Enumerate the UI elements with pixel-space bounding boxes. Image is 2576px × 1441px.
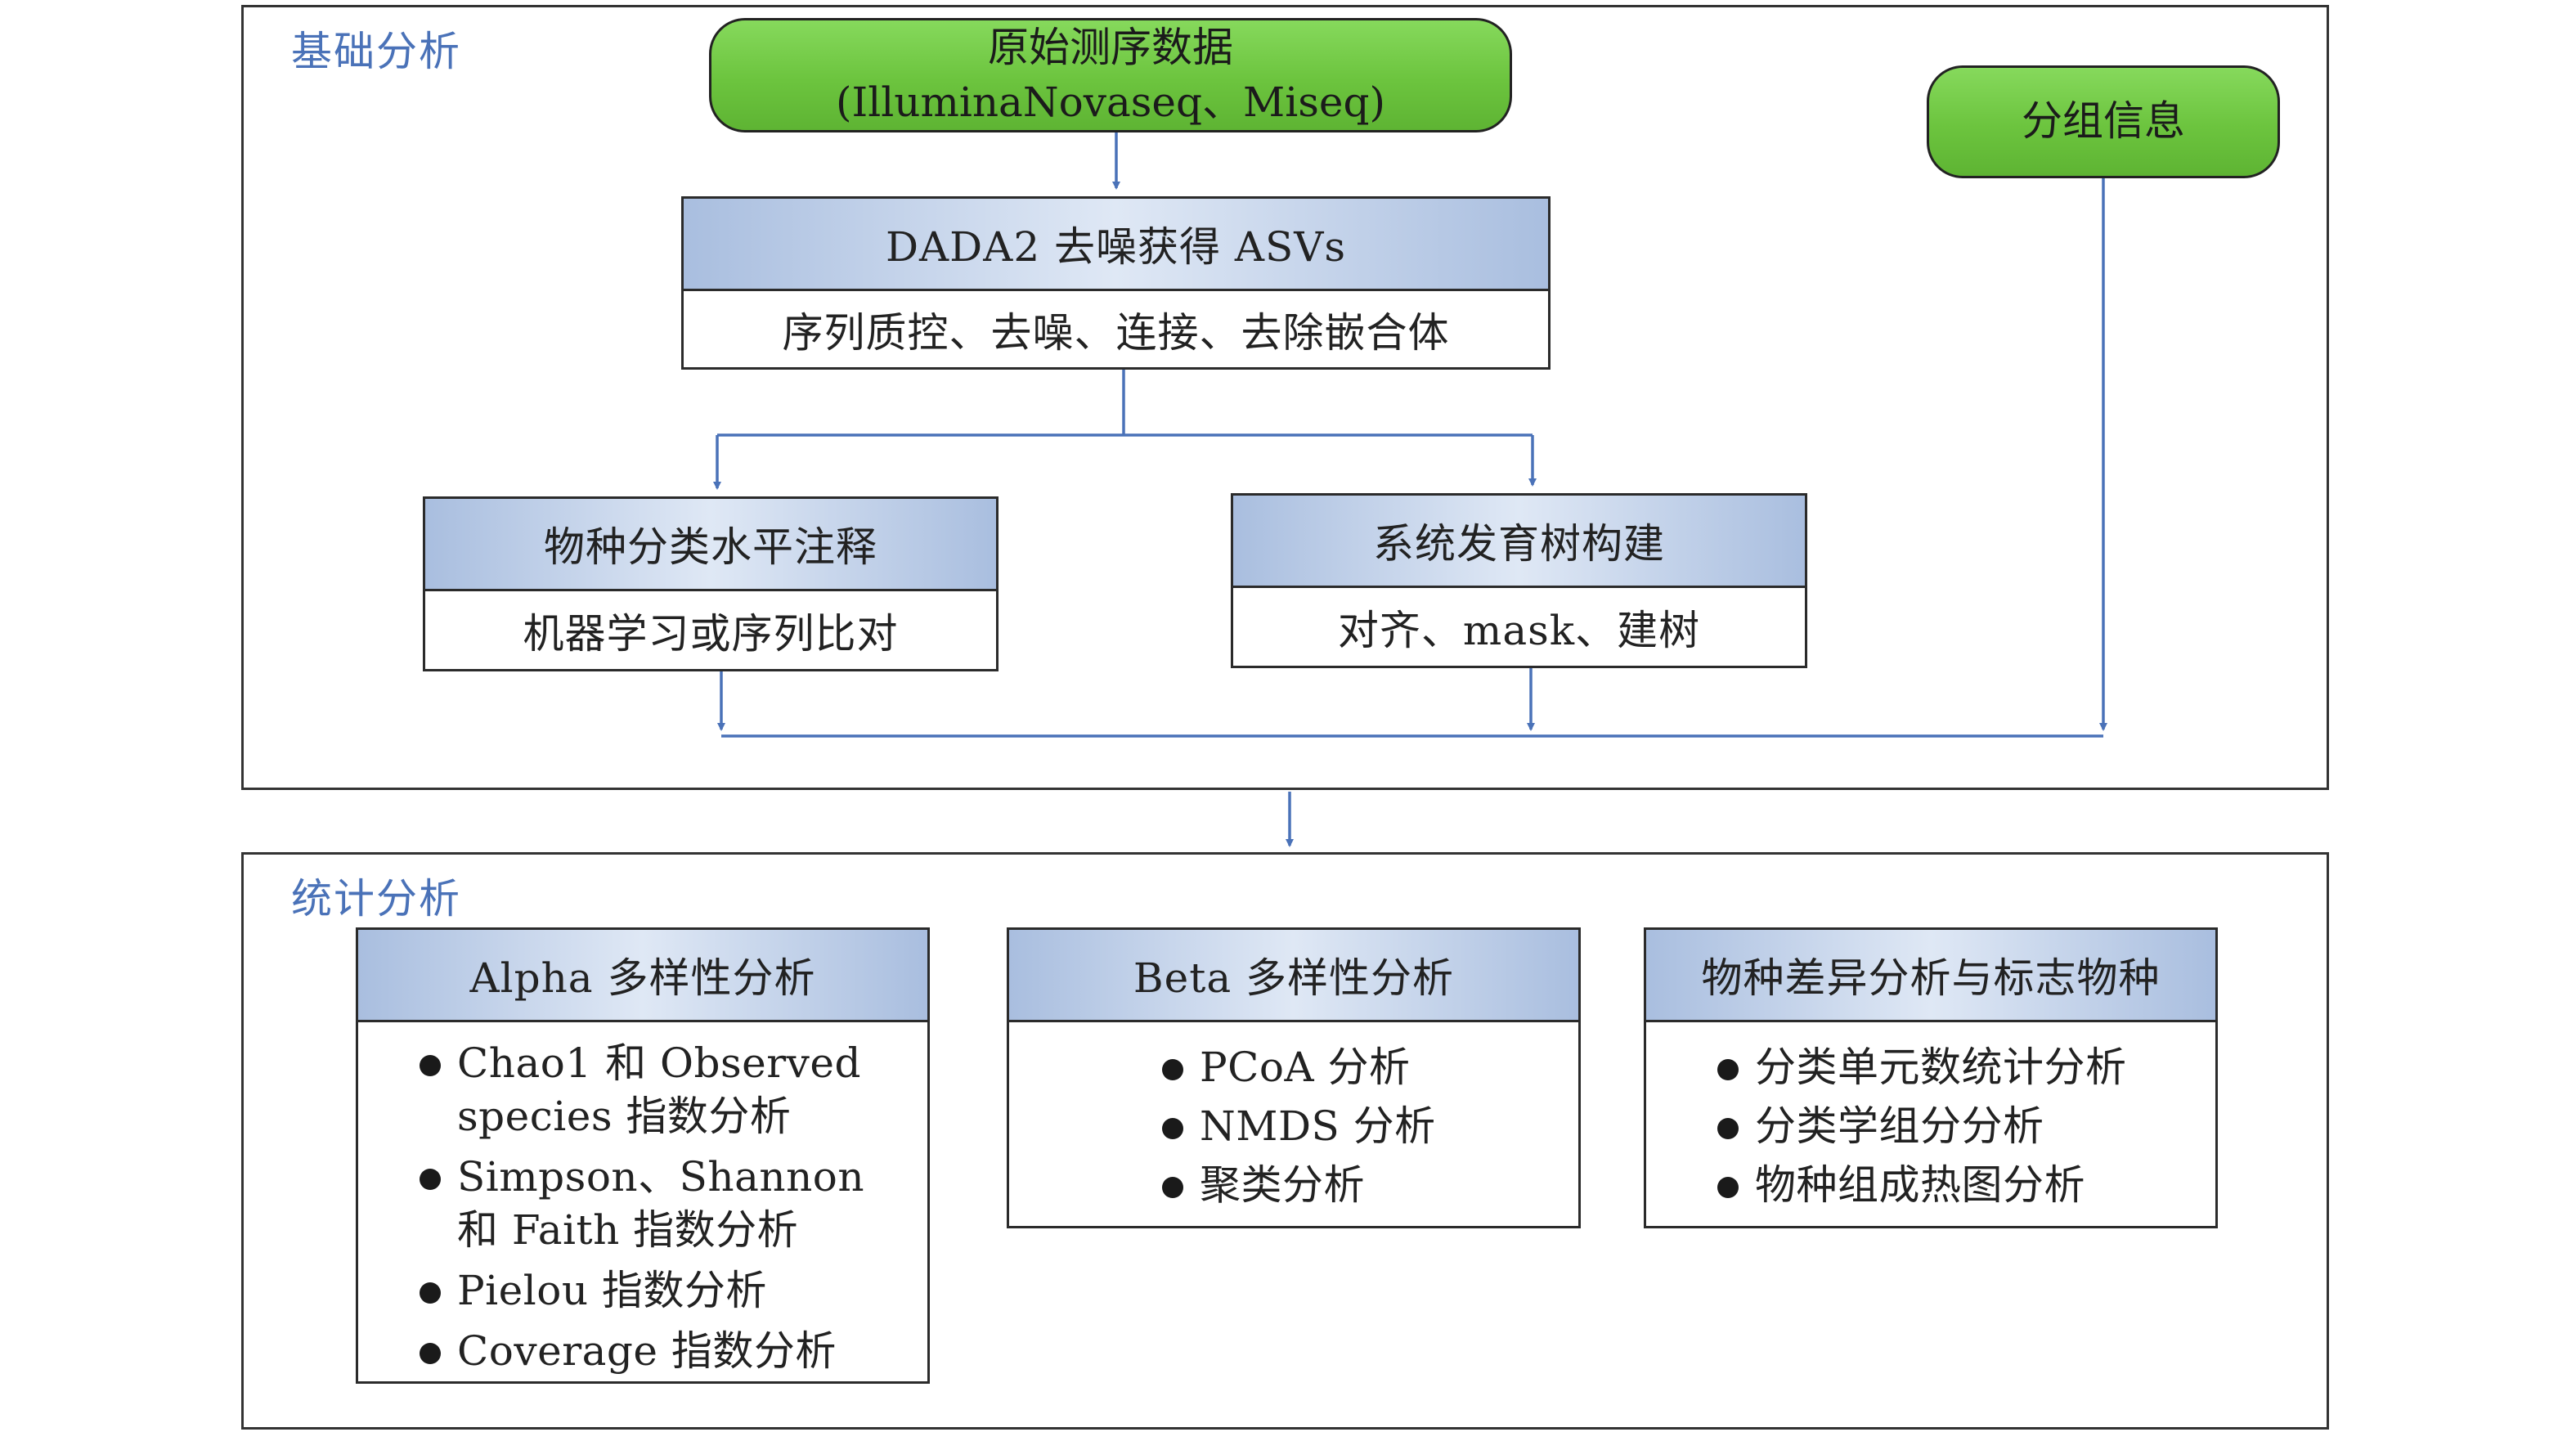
raw-data-line2: (IlluminaNovaseq、Miseq) [836, 79, 1385, 126]
dada2-node: DADA2 去噪获得 ASVs 序列质控、去噪、连接、去除嵌合体 [681, 196, 1551, 370]
list-item: 物种组成热图分析 [1717, 1159, 2199, 1212]
list-item: 聚类分析 [1162, 1159, 1562, 1212]
group-info-label: 分组信息 [2022, 97, 2185, 146]
tree-title: 系统发育树构建 [1233, 496, 1805, 588]
taxonomy-title: 物种分类水平注释 [425, 499, 996, 591]
raw-sequencing-data-node: 原始测序数据 (IlluminaNovaseq、Miseq) [709, 18, 1512, 132]
list-item: 分类学组分分析 [1717, 1100, 2199, 1153]
statistical-analysis-title: 统计分析 [291, 875, 461, 923]
group-info-node: 分组信息 [1927, 65, 2280, 178]
list-item: 分类单元数统计分析 [1717, 1041, 2199, 1094]
taxonomy-body: 机器学习或序列比对 [523, 609, 899, 658]
list-item: Coverage 指数分析 [420, 1325, 911, 1378]
tree-body: 对齐、mask、建树 [1337, 606, 1701, 654]
beta-title: Beta 多样性分析 [1009, 930, 1578, 1022]
list-item: NMDS 分析 [1162, 1100, 1562, 1153]
taxonomy-annotation-node: 物种分类水平注释 机器学习或序列比对 [423, 496, 999, 671]
list-item: Simpson、Shannon 和 Faith 指数分析 [420, 1151, 911, 1257]
beta-items: PCoA 分析 NMDS 分析 聚类分析 [1009, 1022, 1578, 1212]
list-item: Chao1 和 Observed species 指数分析 [420, 1037, 911, 1143]
species-items: 分类单元数统计分析 分类学组分分析 物种组成热图分析 [1646, 1022, 2215, 1212]
beta-diversity-node: Beta 多样性分析 PCoA 分析 NMDS 分析 聚类分析 [1007, 927, 1581, 1228]
alpha-diversity-node: Alpha 多样性分析 Chao1 和 Observed species 指数分… [356, 927, 930, 1384]
dada2-title: DADA2 去噪获得 ASVs [684, 199, 1548, 291]
raw-data-line1: 原始测序数据 [988, 23, 1233, 71]
alpha-items: Chao1 和 Observed species 指数分析 Simpson、Sh… [358, 1022, 927, 1378]
phylogenetic-tree-node: 系统发育树构建 对齐、mask、建树 [1231, 493, 1807, 668]
dada2-body: 序列质控、去噪、连接、去除嵌合体 [782, 308, 1450, 357]
alpha-title: Alpha 多样性分析 [358, 930, 927, 1022]
species-title: 物种差异分析与标志物种 [1646, 930, 2215, 1022]
list-item: Pielou 指数分析 [420, 1264, 911, 1318]
species-difference-node: 物种差异分析与标志物种 分类单元数统计分析 分类学组分分析 物种组成热图分析 [1644, 927, 2218, 1228]
list-item: PCoA 分析 [1162, 1041, 1562, 1094]
basic-analysis-title: 基础分析 [291, 28, 461, 75]
